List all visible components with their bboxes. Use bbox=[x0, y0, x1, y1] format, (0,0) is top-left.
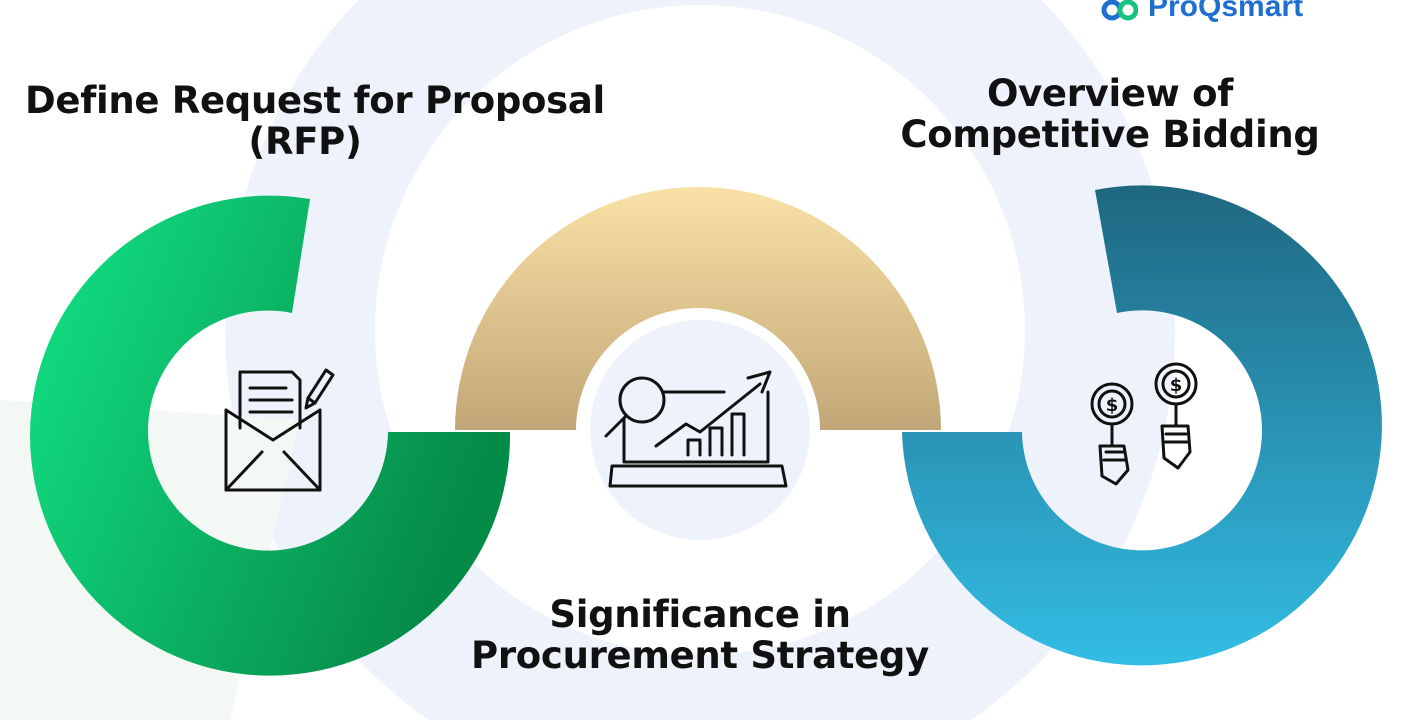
svg-text:$: $ bbox=[1106, 395, 1119, 416]
stage-title-bidding: Overview of Competitive Bidding bbox=[890, 73, 1330, 155]
stage-title-bidding-line-2: Competitive Bidding bbox=[900, 113, 1320, 156]
dollar-glyphs: $ $ bbox=[1106, 375, 1183, 416]
stage-title-bidding-line-1: Overview of bbox=[986, 72, 1234, 115]
stage-title-rfp: Define Request for Proposal (RFP) bbox=[25, 79, 605, 163]
stage-ring-rfp bbox=[30, 195, 511, 676]
svg-text:$: $ bbox=[1170, 375, 1183, 396]
bidding-paddles-icon bbox=[1090, 362, 1198, 486]
stage-title-significance-line-2: Procurement Strategy bbox=[471, 634, 929, 677]
stage-title-significance-line-1: Significance in bbox=[549, 593, 851, 636]
analytics-laptop-icon bbox=[604, 370, 788, 488]
stage-title-rfp-line-2: (RFP) bbox=[248, 120, 362, 163]
brand-logo: ProQsmart bbox=[1100, 0, 1303, 24]
stage-ring-significance bbox=[455, 187, 941, 430]
brand-mark-icon bbox=[1101, 0, 1138, 21]
stage-ring-bidding bbox=[902, 185, 1382, 666]
rfp-envelope-icon bbox=[224, 368, 335, 492]
stage-title-rfp-line-1: Define Request for Proposal bbox=[25, 79, 605, 122]
stage-title-significance: Significance in Procurement Strategy bbox=[460, 594, 940, 676]
brand-name: ProQsmart bbox=[1148, 0, 1304, 23]
